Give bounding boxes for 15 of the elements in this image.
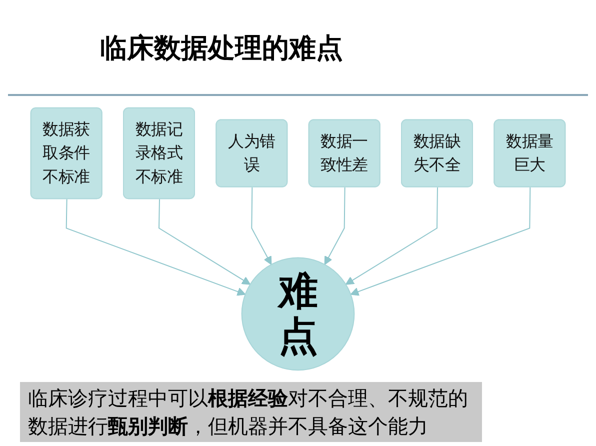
rounded-box: 数据缺失不全 (401, 119, 473, 188)
arrow (350, 186, 531, 296)
rounded-box: 人为错误 (216, 119, 288, 188)
arrow (251, 186, 272, 265)
rounded-box: 数据一致性差 (308, 119, 380, 188)
arrow (66, 198, 246, 296)
center-circle: 难点 (241, 257, 355, 371)
arrow (158, 198, 251, 285)
rounded-box: 数据获取条件不标准 (30, 107, 102, 200)
arrow (324, 186, 346, 265)
rounded-box: 数据记录格式不标准 (123, 107, 195, 200)
note-text: 临床诊疗过程中可以根据经验对不合理、不规范的数据进行甄别判断，但机器并不具备这个能力 (20, 382, 482, 442)
arrow (345, 186, 438, 285)
slide-title: 临床数据处理的难点 (100, 32, 343, 66)
rounded-box: 数据量巨大 (494, 119, 566, 188)
